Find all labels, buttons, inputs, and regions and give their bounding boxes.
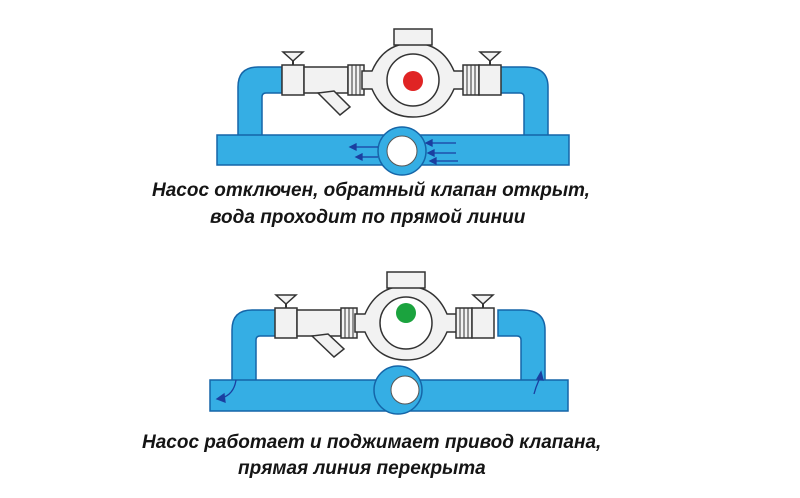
shutoff-valve-right-icon: [478, 51, 502, 96]
caption-pump-on-line2: прямая линия перекрыта: [238, 458, 486, 479]
pump-status-indicator-green: [396, 303, 416, 323]
check-valve-closed-icon: [373, 365, 423, 415]
strainer-filter-icon: [303, 66, 352, 117]
bypass-pipe-right: [497, 66, 549, 141]
flow-arrows-icon: [215, 370, 544, 403]
caption-pump-off-line1: Насос отключен, обратный клапан открыт,: [152, 180, 590, 201]
strainer-filter-icon: [296, 309, 346, 358]
pump-status-indicator-red: [403, 71, 423, 91]
diagram-pump-on: [0, 262, 800, 415]
flow-arrows-icon: [348, 138, 458, 166]
union-nut-right-icon: [455, 307, 473, 339]
shutoff-valve-left-icon: [274, 294, 298, 339]
circulation-pump-icon: [361, 28, 465, 118]
caption-pump-off-line2: вода проходит по прямой линии: [210, 207, 526, 228]
diagram-pump-off: [0, 15, 800, 176]
shutoff-valve-right-icon: [471, 294, 495, 339]
bypass-pipe: [237, 66, 283, 141]
diagram-pump-off-svg: [216, 28, 570, 176]
caption-pump-on-line1: Насос работает и поджимает привод клапан…: [142, 432, 602, 453]
circulation-pump-icon: [354, 271, 458, 361]
union-nut-left-icon: [340, 307, 358, 339]
check-valve-open-icon: [377, 126, 427, 176]
shutoff-valve-left-icon: [281, 51, 305, 96]
diagram-pump-on-svg: [209, 271, 569, 415]
union-nut-left-icon: [347, 64, 365, 96]
union-nut-right-icon: [462, 64, 480, 96]
